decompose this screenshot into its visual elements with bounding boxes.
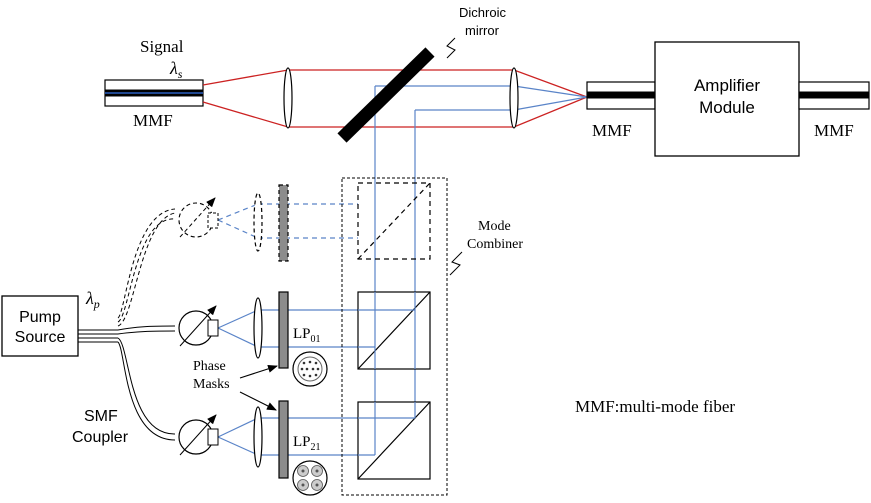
- mode-combiner-label-line2: Combiner: [467, 237, 523, 252]
- lp01-mask-pattern-icon: [292, 351, 328, 387]
- lens-dashed-channel: [253, 192, 263, 252]
- attenuator-lp21: [178, 414, 219, 456]
- amplifier-output-fiber: [798, 81, 870, 110]
- phase-masks-arrows: [239, 364, 278, 411]
- phase-masks-label-line2: Masks: [193, 377, 230, 392]
- signal-wavelength-label: λs: [169, 58, 183, 81]
- signal-label: Signal: [140, 37, 184, 56]
- legend-text: MMF:multi-mode fiber: [575, 397, 735, 416]
- lens-output-focus: [509, 67, 519, 129]
- mmf-left-label: MMF: [133, 111, 173, 130]
- beam-splitter-lp21: [357, 401, 431, 480]
- pump-beam: [217, 85, 588, 460]
- pump-source-box: [1, 295, 79, 357]
- phase-mask-lp21: [278, 400, 289, 479]
- mode-combiner-pointer: [449, 251, 463, 276]
- lp21-label: LP21: [293, 434, 321, 453]
- smf-coupler-label-line1: SMF: [84, 408, 118, 425]
- signal-input-fiber: [104, 79, 204, 107]
- mmf-right-label: MMF: [814, 121, 854, 140]
- dichroic-label-line1: Dichroic: [459, 5, 506, 20]
- beam-splitter-lp01: [357, 291, 431, 370]
- lp21-mask-pattern-icon: [292, 460, 328, 496]
- lp01-label: LP01: [293, 326, 321, 345]
- lens-signal-collimator: [283, 67, 293, 129]
- attenuator-dashed: [178, 197, 219, 238]
- smf-coupler-label-line2: Coupler: [72, 429, 129, 446]
- mode-combiner-label-line1: Mode: [478, 219, 511, 234]
- phase-mask-dashed: [278, 184, 289, 262]
- amplifier-label-line1: Amplifier: [694, 76, 760, 95]
- beam-splitter-dashed: [357, 182, 431, 260]
- smf-coupler-fibers: [78, 208, 176, 441]
- amplifier-label-line2: Module: [699, 98, 755, 117]
- signal-beam: [202, 69, 588, 128]
- dichroic-pointer: [446, 37, 456, 59]
- pump-wavelength-label: λp: [85, 288, 100, 311]
- pump-source-label-line2: Source: [15, 329, 66, 346]
- amplifier-input-fiber: [586, 81, 656, 110]
- phase-mask-lp01: [278, 291, 289, 369]
- dichroic-mirror: [337, 47, 435, 143]
- dichroic-label-line2: mirror: [465, 23, 500, 38]
- lens-lp21: [253, 406, 263, 468]
- mode-combiner-enclosure: [341, 177, 448, 496]
- pump-source-label-line1: Pump: [19, 309, 61, 326]
- attenuator-lp01: [178, 305, 219, 347]
- phase-masks-label-line1: Phase: [193, 359, 226, 374]
- mmf-middle-label: MMF: [592, 121, 632, 140]
- lens-lp01: [253, 297, 263, 359]
